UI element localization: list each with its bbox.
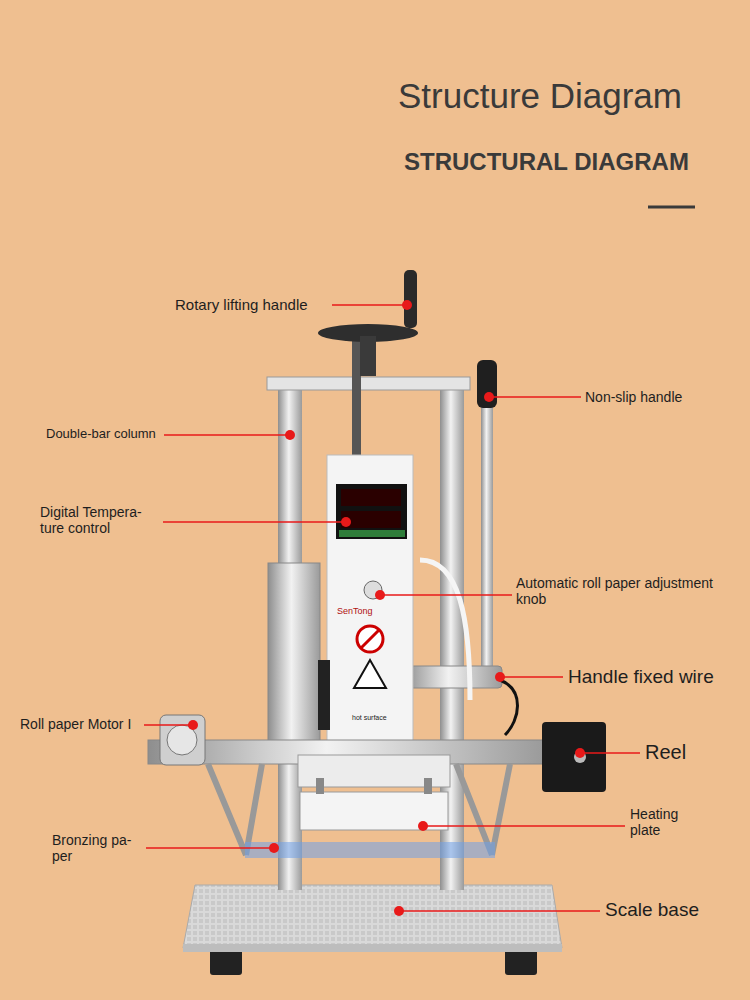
leader-lines: [144, 305, 640, 911]
brand-text: SenTong: [337, 606, 373, 616]
hot-sign: [354, 660, 386, 688]
wheel-hub: [360, 336, 376, 376]
sleeve: [268, 563, 320, 743]
lever-arm: [405, 666, 502, 688]
page-title: Structure Diagram: [398, 76, 682, 116]
part-label: Automatic roll paper adjustment knob: [516, 575, 744, 607]
display-keys: [339, 530, 405, 537]
lead-screw: [352, 338, 361, 463]
part-label: Double-bar column: [46, 427, 156, 442]
top-plate: [267, 377, 470, 390]
control-box: [327, 455, 413, 745]
part-label: Non-slip handle: [585, 389, 682, 405]
part-label: Roll paper Motor I: [20, 716, 131, 732]
roll-motor: [160, 715, 205, 765]
title-rule: [648, 206, 695, 209]
display-row: [341, 511, 401, 528]
support-arms: [208, 764, 510, 855]
motor-block: [318, 660, 330, 730]
warning-sign: [361, 630, 379, 648]
non-slip-grip: [477, 360, 497, 408]
lever-rod: [481, 400, 493, 685]
part-label: Handle fixed wire: [568, 666, 714, 688]
part-label: Reel: [645, 741, 686, 764]
warning-sign: [357, 626, 383, 652]
spring: [316, 778, 324, 794]
reel: [542, 722, 606, 792]
warning-text: hot surface: [352, 714, 387, 722]
part-label: Digital Tempera- ture control: [40, 504, 160, 536]
display: [336, 484, 407, 539]
wheel-handle: [404, 270, 417, 328]
part-label: Scale base: [605, 899, 699, 921]
part-label: Rotary lifting handle: [175, 296, 308, 313]
leader-dots: [188, 300, 585, 916]
subtitle: STRUCTURAL DIAGRAM: [404, 148, 689, 176]
scale-base: [183, 885, 562, 948]
fixed-wire: [500, 680, 518, 735]
base-edge: [183, 944, 562, 952]
display-row: [341, 489, 401, 506]
spring: [424, 778, 432, 794]
part-label: Heating plate: [630, 806, 710, 838]
part-label: Bronzing pa- per: [52, 832, 142, 864]
bronzing-paper: [245, 842, 495, 858]
heating-plate: [300, 792, 448, 830]
cable: [420, 560, 470, 700]
